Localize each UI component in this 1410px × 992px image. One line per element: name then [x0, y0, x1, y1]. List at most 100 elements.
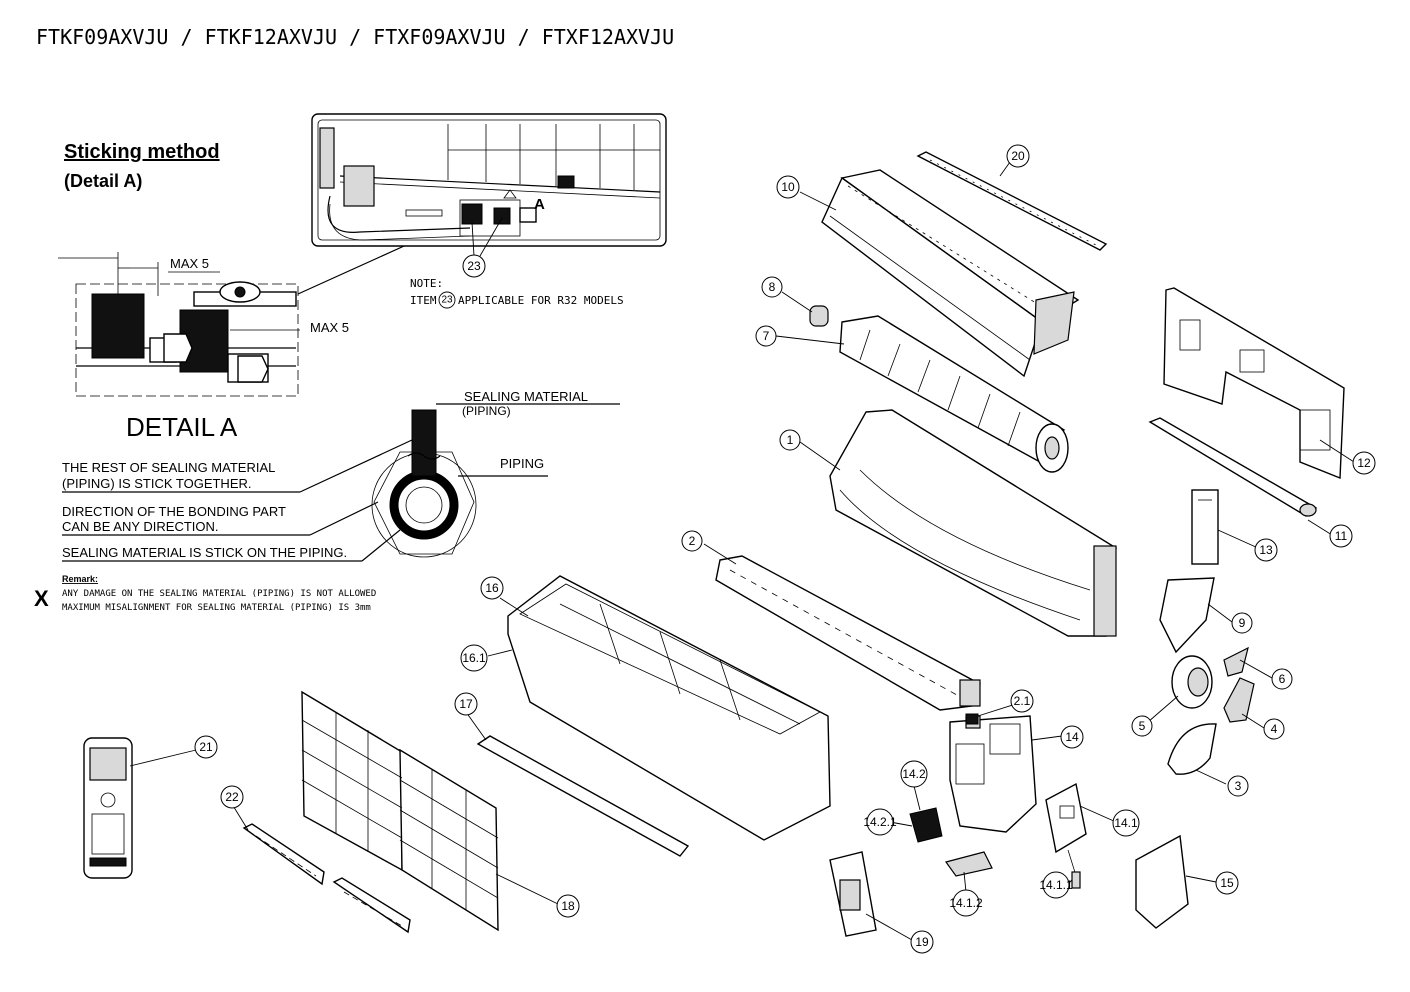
callout-14-2-1: 14.2.1 [863, 808, 897, 836]
callout-label: 1 [787, 433, 794, 447]
callout-label: 9 [1239, 616, 1246, 630]
part-2-drain-pan [715, 555, 981, 711]
sticking-method-heading: Sticking method [64, 141, 220, 163]
note-item-prefix: ITEM [410, 294, 437, 307]
remark-title: Remark: [62, 574, 98, 584]
part-15-electrical-cover [1135, 834, 1189, 929]
detail-a-marker: A [534, 196, 545, 213]
callout-label: 17 [459, 697, 473, 711]
remark-mark: X [34, 586, 49, 611]
piping-label: PIPING [500, 456, 544, 471]
callout-label: 14.1.1 [1039, 878, 1073, 892]
callout-label: 8 [769, 280, 776, 294]
part-14-2-terminal-block [909, 807, 943, 843]
callout-label: 14 [1065, 730, 1079, 744]
detail-a-drawing: MAX 5 MAX 5 [58, 217, 467, 397]
note-item-number: 23 [441, 295, 453, 306]
part-19-display-box [829, 851, 877, 937]
callout-label: 16 [485, 581, 499, 595]
part-1-front-body [829, 409, 1117, 637]
callout-label: 2.1 [1014, 694, 1031, 708]
sealing-material-sub-label: (PIPING) [462, 404, 511, 418]
callout-label: 13 [1259, 543, 1273, 557]
part-5-fan-motor [1171, 655, 1213, 709]
callout-12: 12 [1352, 451, 1376, 475]
callout-14: 14 [1060, 725, 1084, 749]
callout-14-1: 14.1 [1112, 809, 1140, 837]
callout-label: 23 [467, 259, 481, 273]
part-21-remote-controller [83, 737, 133, 879]
callout-label: 11 [1335, 529, 1348, 543]
part-8-knob [809, 305, 829, 327]
part-17-horizontal-flap [476, 735, 690, 857]
callout-5: 5 [1131, 715, 1153, 737]
callout-label: 18 [561, 899, 575, 913]
callout-label: 19 [915, 935, 929, 949]
part-9-motor-cover [1159, 577, 1215, 654]
callout-label: 16.1 [462, 651, 486, 665]
callout-label: 21 [199, 740, 213, 754]
callout-15: 15 [1215, 871, 1239, 895]
detail-dim-max5-right: MAX 5 [310, 320, 349, 335]
callout-label: 14.1 [1114, 816, 1138, 830]
callout-1: 1 [779, 429, 801, 451]
pipe-cross-section [371, 403, 620, 558]
part-6-bearing [1223, 646, 1249, 677]
page-title: FTKF09AXVJU / FTKF12AXVJU / FTXF09AXVJU … [36, 25, 674, 49]
callout-label: 6 [1279, 672, 1286, 686]
remark-line2: MAXIMUM MISALIGNMENT FOR SEALING MATERIA… [62, 603, 371, 613]
callout-23: 23 [462, 254, 486, 278]
note-direction-line1: DIRECTION OF THE BONDING PART [62, 504, 286, 519]
part-11-drain-pipe [1148, 417, 1318, 517]
callout-label: 12 [1357, 456, 1371, 470]
callout-label: 15 [1220, 876, 1234, 890]
note-direction-line2: CAN BE ANY DIRECTION. [62, 519, 219, 534]
callout-label: 14.1.2 [949, 896, 983, 910]
callout-label: 14.2.1 [863, 815, 897, 829]
callout-8: 8 [761, 276, 783, 298]
callout-2-1: 2.1 [1010, 689, 1034, 713]
callout-2: 2 [681, 530, 703, 552]
part-12-mounting-plate [1163, 287, 1345, 480]
callout-7: 7 [755, 325, 777, 347]
callout-21: 21 [194, 735, 218, 759]
detail-dim-max5-top: MAX 5 [170, 256, 209, 271]
callout-label: 5 [1139, 719, 1146, 733]
part-18-air-filters [301, 690, 499, 932]
callout-label: 14.2 [902, 767, 926, 781]
indoor-unit-rear-view [311, 113, 667, 247]
part-22-deodorizing-filters [242, 823, 411, 934]
sealing-material-label: SEALING MATERIAL [464, 389, 588, 404]
callout-19: 19 [910, 930, 934, 954]
note-rest-line2: (PIPING) IS STICK TOGETHER. [62, 476, 252, 491]
callout-label: 20 [1011, 149, 1025, 163]
note-stick-on-piping: SEALING MATERIAL IS STICK ON THE PIPING. [62, 545, 347, 560]
callout-17: 17 [454, 692, 478, 716]
part-3-motor-cover-lower [1167, 723, 1217, 775]
callout-6: 6 [1271, 668, 1293, 690]
callout-label: 2 [689, 534, 696, 548]
part-14-1-pcb [1045, 782, 1087, 889]
part-10-upper-casing [821, 169, 1080, 378]
callout-16-1: 16.1 [460, 644, 488, 672]
callout-14-1-1: 14.1.1 [1039, 871, 1073, 899]
part-14-control-box [949, 715, 1037, 833]
callout-14-1-2: 14.1.2 [949, 889, 983, 917]
callout-10: 10 [776, 175, 800, 199]
part-14-1-2-cover [945, 851, 993, 877]
note-rest-line1: THE REST OF SEALING MATERIAL [62, 460, 275, 475]
callout-label: 3 [1235, 779, 1242, 793]
callout-3: 3 [1227, 775, 1249, 797]
callout-label: 4 [1271, 722, 1278, 736]
note-item-suffix: APPLICABLE FOR R32 MODELS [458, 294, 624, 307]
callout-13: 13 [1254, 538, 1278, 562]
part-2-1-clip [965, 713, 979, 725]
callout-label: 7 [763, 329, 770, 343]
part-16-front-panel [507, 575, 831, 841]
detail-a-subheading: (Detail A) [64, 171, 142, 191]
callout-label: 10 [781, 180, 795, 194]
part-7-cross-flow-fan [839, 315, 1069, 473]
part-13-bracket [1191, 489, 1219, 565]
detail-a-label: DETAIL A [126, 412, 238, 442]
